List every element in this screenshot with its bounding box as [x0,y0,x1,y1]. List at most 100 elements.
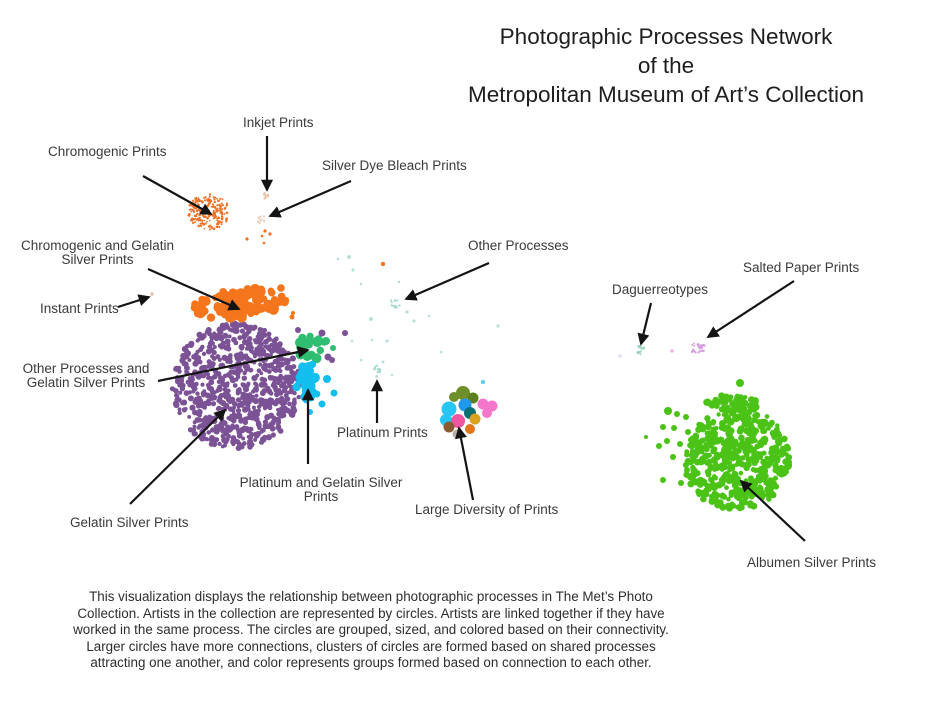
dot [330,345,336,351]
dot [342,330,348,336]
label-chromogenic-and-gelatin-silver-prints: Chromogenic and Gelatin Silver Prints [20,238,175,267]
dot [262,241,266,245]
label-large-diversity-of-prints: Large Diversity of Prints [415,502,559,517]
dot [291,311,295,315]
label-inkjet-prints: Inkjet Prints [243,115,314,130]
dot [660,424,666,430]
dot [369,317,373,321]
cluster-daguerreotypes [636,344,646,356]
dot [350,339,354,343]
dot [670,454,676,460]
dot [289,314,295,320]
dot [370,338,374,342]
dot [441,401,457,417]
cluster-silver-dye-bleach-prints [257,215,266,225]
label-salted-paper-prints: Salted Paper Prints [743,260,860,275]
label-instant-prints: Instant Prints [40,301,119,316]
dot [644,435,648,439]
arrow-chromogenic-and-gelatin-silver-prints [147,267,241,311]
label-chromogenic-prints: Chromogenic Prints [48,144,167,159]
label-other-processes-and-gelatin-silver-prints: Other Processes and Gelatin Silver Print… [22,361,150,390]
cluster-gelatin-silver-prints [169,320,303,451]
dot [351,268,355,272]
dot [318,400,326,408]
cluster-albumen-silver-prints [682,404,793,512]
dot [671,425,677,431]
dot [150,292,154,296]
chart-description: This visualization displays the relation… [73,589,669,671]
dot [496,324,500,328]
cluster-chromogenic-prints [187,193,229,231]
dot [390,373,394,377]
dot [323,375,331,383]
label-other-processes: Other Processes [468,238,569,253]
dot [618,354,622,358]
dot [330,389,338,397]
arrow-other-processes [404,261,490,301]
dot [467,392,479,404]
dot [359,358,363,362]
dot [295,327,301,333]
dot [465,424,475,434]
dot [405,310,409,314]
dot [482,408,492,418]
cluster-inkjet-prints [262,191,270,200]
dot [329,357,335,363]
dot [443,421,455,433]
dot [685,429,691,435]
dot [456,386,470,400]
arrow-instant-prints [117,294,151,309]
dot [678,480,684,486]
dot [427,314,431,318]
arrow-daguerreotypes [637,302,653,346]
cluster-salted-paper-prints [690,342,706,354]
dot [412,319,416,323]
label-albumen-silver-prints: Albumen Silver Prints [747,555,877,570]
dot [347,255,351,259]
arrow-large-diversity-of-prints [455,426,475,501]
label-platinum-and-gelatin-silver-prints: Platinum and Gelatin Silver Prints [239,475,403,504]
dot [670,349,674,353]
dot [664,407,672,415]
arrow-chromogenic-prints [142,175,213,215]
dot [439,350,443,354]
arrow-silver-dye-bleach-prints [268,179,352,218]
dot [277,284,285,292]
dot [359,282,363,286]
dot [381,360,385,364]
cluster-other-processes-and-gelatin-silver-prints [294,332,328,364]
arrow-gelatin-silver-prints [129,408,227,505]
dot [385,339,389,343]
arrow-salted-paper-prints [706,280,795,338]
dot [318,329,326,337]
dot [263,229,267,233]
dot [683,414,689,420]
dot [469,413,481,425]
dot [664,438,670,444]
dot [674,411,680,417]
dot [380,261,386,267]
dot [245,237,249,241]
chart-title: Photographic Processes Network of the Me… [467,24,864,107]
dot [656,443,662,449]
dot [736,379,744,387]
label-gelatin-silver-prints: Gelatin Silver Prints [70,515,189,530]
dot [449,392,459,402]
dot [397,280,401,284]
dot [322,337,330,345]
cluster-chromogenic-and-gelatin-silver-prints [190,283,290,323]
dot [480,379,486,385]
arrow-other-processes-and-gelatin-silver-prints [157,346,310,383]
dot [268,232,272,236]
cluster-albumen-top-band [703,392,760,414]
label-daguerreotypes: Daguerreotypes [612,282,709,297]
dot [477,398,489,410]
label-platinum-prints: Platinum Prints [337,425,428,440]
label-silver-dye-bleach-prints: Silver Dye Bleach Prints [322,158,467,173]
cluster-platinum-prints [373,364,382,378]
arrow-albumen-silver-prints [739,479,806,542]
dot [660,477,666,483]
dot [451,414,465,428]
